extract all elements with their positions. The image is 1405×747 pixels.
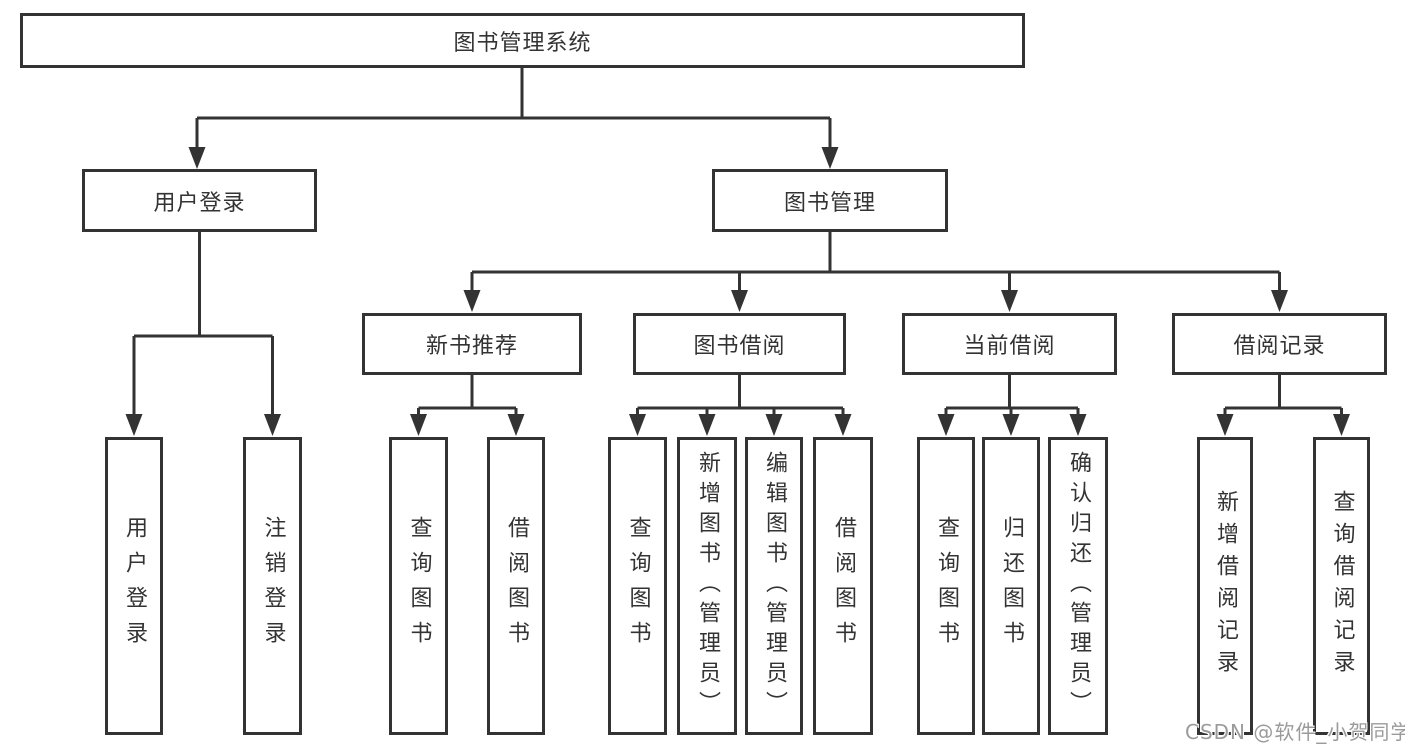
node-new-book-recommendation: 新书推荐 — [362, 313, 582, 375]
leaf-label: 查询图书 — [406, 516, 432, 656]
node-label: 图书管理系统 — [453, 30, 592, 56]
leaf-label: 新增图书（管理员） — [695, 451, 720, 721]
node-label: 用户登录 — [153, 190, 246, 216]
arrowheads — [125, 147, 1350, 436]
node-user-login: 用户登录 — [82, 169, 317, 232]
node-borrowing-records: 借阅记录 — [1172, 313, 1387, 375]
node-label: 当前借阅 — [963, 334, 1056, 359]
leaf-label: 借阅图书 — [504, 516, 529, 656]
leaf-search-books-current: 查询图书 — [917, 437, 975, 735]
csdn-watermark: CSDN @软件_小贺同学 — [1185, 720, 1405, 744]
leaf-label: 编辑图书（管理员） — [762, 451, 787, 721]
leaf-label: 查询图书 — [934, 516, 959, 656]
node-label: 新书推荐 — [425, 334, 518, 359]
node-label: 图书管理 — [783, 190, 876, 216]
node-book-management: 图书管理 — [712, 169, 948, 232]
leaf-edit-books-admin: 编辑图书（管理员） — [745, 437, 803, 735]
leaf-search-books-borrowing: 查询图书 — [608, 437, 667, 735]
leaf-label: 用户登录 — [122, 516, 147, 656]
leaf-label: 注销登录 — [260, 516, 286, 656]
leaf-label: 查询图书 — [625, 516, 651, 656]
leaf-search-books-recommendation: 查询图书 — [389, 437, 448, 735]
leaf-borrow-books-recommendation: 借阅图书 — [487, 437, 545, 735]
node-label: 图书借阅 — [693, 334, 786, 359]
node-label: 借阅记录 — [1233, 334, 1326, 359]
leaf-return-books: 归还图书 — [982, 437, 1040, 735]
node-library-management-system: 图书管理系统 — [20, 13, 1025, 68]
leaf-user-login: 用户登录 — [105, 437, 163, 735]
leaf-search-borrow-record: 查询借阅记录 — [1313, 437, 1370, 735]
node-book-borrowing: 图书借阅 — [633, 313, 846, 375]
leaf-confirm-return-admin: 确认归还（管理员） — [1048, 437, 1108, 735]
leaf-label: 借阅图书 — [831, 516, 856, 656]
leaf-borrow-books-borrowing: 借阅图书 — [813, 437, 873, 735]
leaf-label: 归还图书 — [999, 516, 1024, 656]
leaf-label: 新增借阅记录 — [1213, 490, 1238, 682]
leaf-label: 确认归还（管理员） — [1066, 451, 1091, 721]
node-current-borrowing: 当前借阅 — [902, 313, 1117, 375]
leaf-add-borrow-record: 新增借阅记录 — [1197, 437, 1253, 735]
leaf-add-books-admin: 新增图书（管理员） — [677, 437, 737, 735]
leaf-label: 查询借阅记录 — [1329, 490, 1355, 682]
leaf-logout: 注销登录 — [243, 437, 302, 735]
